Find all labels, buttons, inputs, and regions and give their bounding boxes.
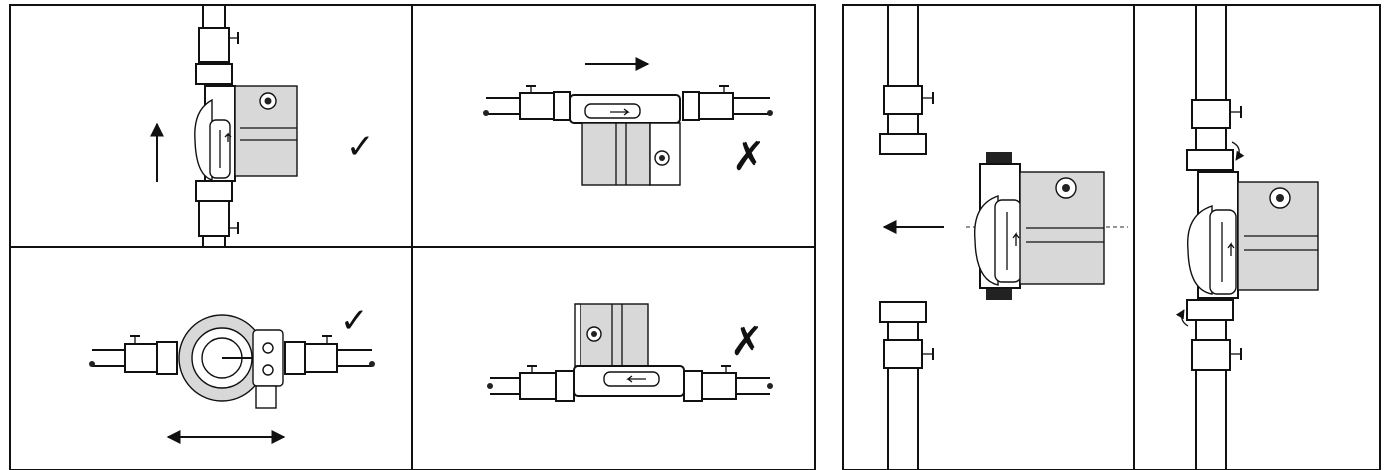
panel-horizontal-motor-up: ✗ (487, 303, 773, 402)
union-nut-bottom (1186, 299, 1234, 321)
cross-icon: ✗ (730, 319, 764, 365)
panel-insert-pump (879, 5, 1128, 470)
flow-arrow-icon (1012, 232, 1020, 246)
check-icon: ✓ (340, 301, 369, 341)
tighten-arrow-icon (1175, 309, 1189, 327)
valve-top (1191, 99, 1231, 129)
valve-bottom (883, 339, 923, 369)
valve-bottom (1191, 339, 1231, 371)
valve-top (198, 27, 230, 63)
pump-nameplate (584, 103, 641, 119)
flow-arrow-icon (610, 108, 630, 116)
panel-vertical-flow-up: ✓ (150, 5, 375, 247)
flow-arrow-icon (224, 132, 232, 142)
tighten-arrow-icon (1231, 141, 1245, 161)
pump-nameplate (1209, 209, 1237, 295)
panel-grid-right (842, 4, 1381, 470)
valve-top (883, 85, 923, 115)
union-nut-bottom (879, 301, 927, 323)
union-nut-top (195, 63, 233, 85)
cross-icon: ✗ (732, 134, 766, 180)
panel-tighten-unions (1175, 5, 1319, 470)
panel-grid-left (9, 4, 816, 470)
valve-bottom (198, 200, 230, 237)
union-nut-bottom (195, 180, 233, 202)
check-icon: ✓ (346, 127, 375, 167)
flow-arrow-icon (1227, 242, 1235, 256)
panel-horizontal-shaft-horizontal: ✓ (89, 301, 375, 444)
flow-arrow-icon (626, 375, 646, 383)
pump-nameplate (994, 199, 1022, 283)
union-nut-top (879, 133, 927, 155)
union-nut-top (1186, 149, 1234, 171)
panel-horizontal-motor-down: ✗ (483, 57, 773, 186)
